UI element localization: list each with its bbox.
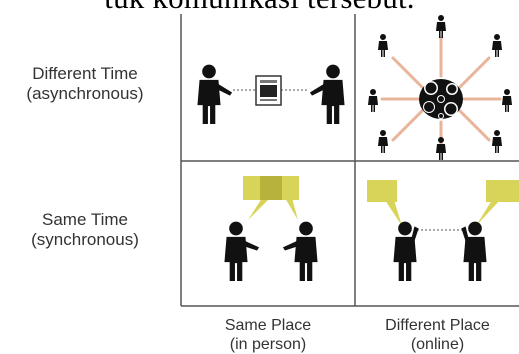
person-icon xyxy=(436,15,446,38)
cell-sync-in-person xyxy=(224,176,318,281)
column-label-different-place: Different Place (online) xyxy=(356,316,519,354)
cell-async-online xyxy=(368,15,512,160)
person-icon xyxy=(378,130,388,153)
person-icon xyxy=(378,34,388,57)
person-icon xyxy=(461,221,487,281)
column-label-line2: (in person) xyxy=(229,336,307,353)
cell-async-in-person xyxy=(197,64,345,124)
row-label-line2: (asynchronous) xyxy=(26,84,144,103)
person-icon xyxy=(282,221,318,281)
row-label-line2: (synchronous) xyxy=(31,230,139,249)
person-icon xyxy=(393,221,419,281)
row-label-same-time: Same Time (synchronous) xyxy=(0,210,170,250)
column-label-line1: Different Place xyxy=(385,317,490,334)
person-icon xyxy=(492,34,502,57)
speech-bubble-icon xyxy=(243,176,299,220)
speech-bubble-icon xyxy=(476,180,519,226)
column-label-line1: Same Place xyxy=(224,317,312,334)
person-icon xyxy=(368,89,378,112)
person-icon xyxy=(492,130,502,153)
network-cluster-icon xyxy=(419,79,463,119)
row-label-line1: Different Time xyxy=(32,64,138,83)
network-arrows xyxy=(380,36,502,150)
cropped-heading-text: tuk komunikasi tersebut. xyxy=(0,0,519,16)
cell-sync-online xyxy=(367,180,519,281)
person-icon xyxy=(224,221,260,281)
column-label-same-place: Same Place (in person) xyxy=(182,316,354,354)
column-label-line2: (online) xyxy=(410,336,465,353)
row-label-different-time: Different Time (asynchronous) xyxy=(0,64,170,104)
person-icon xyxy=(197,64,233,124)
person-icon xyxy=(436,137,446,160)
grid-lines xyxy=(180,14,519,307)
document-icon xyxy=(255,75,282,106)
person-icon xyxy=(309,64,345,124)
person-icon xyxy=(502,89,512,112)
row-label-line1: Same Time xyxy=(42,210,128,229)
speech-bubble-icon xyxy=(367,180,402,226)
